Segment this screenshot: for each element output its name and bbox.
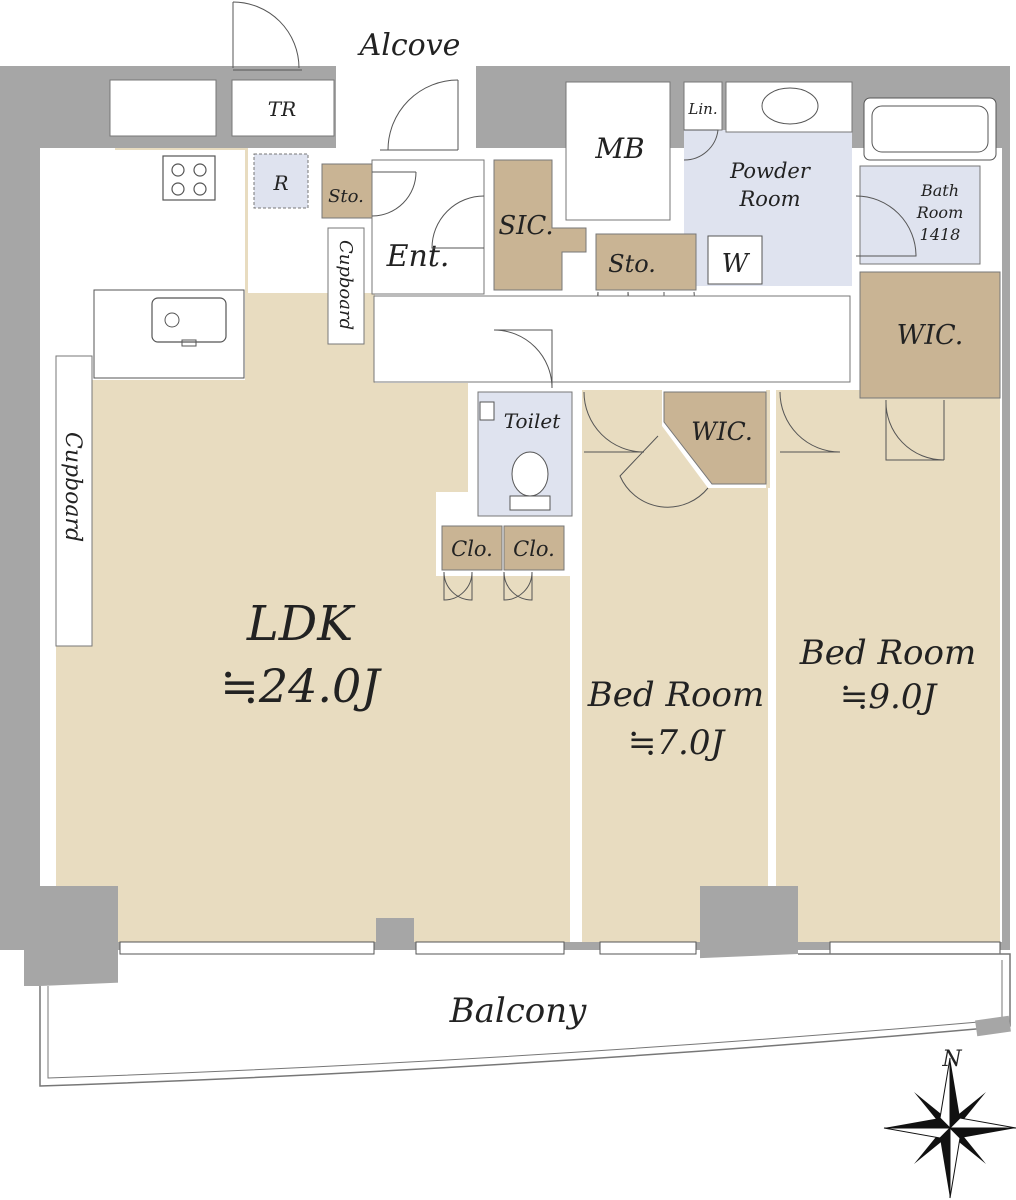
faucet-icon <box>181 339 197 347</box>
bedroom-2-door <box>779 391 841 453</box>
tr-label: TR <box>268 97 296 121</box>
hall-storage-label: Sto. <box>608 250 656 278</box>
hall-storage <box>595 233 697 291</box>
bedroom-2-area: ≒9.0J <box>840 677 939 717</box>
entrance-cupboard <box>327 227 365 345</box>
closet-1-label: Clo. <box>451 537 493 561</box>
toilet-tank-icon <box>509 495 551 511</box>
bath-label-3: 1418 <box>920 225 961 244</box>
balcony-label: Balcony <box>449 991 588 1031</box>
window <box>415 941 565 955</box>
wic-large-cover <box>859 271 1001 399</box>
entrance-cupboard-label: Cupboard <box>335 240 356 330</box>
balcony-outline <box>39 953 1011 1087</box>
refrigerator-label: R <box>272 171 288 195</box>
ldk-floor <box>56 148 570 942</box>
shoe-closet-label: SIC. <box>498 211 553 241</box>
sink-drain-icon <box>164 312 180 328</box>
tr-door-swing <box>232 1 300 69</box>
window <box>119 941 375 955</box>
bedroom-2-name: Bed Room <box>799 633 976 673</box>
burner-icon <box>193 163 207 177</box>
entrance-label: Ent. <box>386 239 450 274</box>
powder-label-2: Room <box>738 187 800 211</box>
powder-label-1: Powder <box>729 159 812 183</box>
wic-small <box>663 391 767 485</box>
closet-2-label: Clo. <box>513 537 555 561</box>
alcove-label: Alcove <box>357 28 461 63</box>
ldk-cupboard <box>55 355 93 647</box>
ldk-name: LDK <box>246 596 356 652</box>
partition <box>570 576 580 942</box>
linen-door <box>683 129 719 161</box>
closet-1-doors <box>443 571 473 601</box>
closet-2 <box>503 525 565 571</box>
closet-2-doors <box>503 571 533 601</box>
burner-icon <box>193 182 207 196</box>
wic-small-label: WIC. <box>691 417 753 446</box>
toilet-icon <box>511 451 549 497</box>
upper-cupboard <box>109 79 217 137</box>
alcove-recess <box>336 60 476 156</box>
bath-label-2: Room <box>916 203 963 222</box>
storage-small <box>321 163 373 219</box>
bedroom-1-door <box>583 391 645 453</box>
stove-icon <box>162 155 216 201</box>
ldk-cupboard-label: Cupboard <box>60 432 85 542</box>
toilet-label: Toilet <box>504 409 561 433</box>
sink-icon <box>151 297 227 343</box>
sic-door-swing <box>431 195 485 249</box>
bathtub-inner <box>871 105 989 153</box>
burner-icon <box>171 163 185 177</box>
ldk-area: ≒24.0J <box>220 659 382 713</box>
meter-box <box>565 81 671 221</box>
toilet-paper-icon <box>479 401 495 421</box>
wic-small-door <box>619 435 709 508</box>
window <box>599 941 697 955</box>
balcony-post <box>975 1015 1011 1037</box>
balcony-inner <box>47 960 1003 1079</box>
shoe-closet <box>493 159 587 291</box>
basin-icon <box>761 87 819 125</box>
compass-north-label: N <box>941 1047 962 1072</box>
linen-label: Lin. <box>687 100 717 118</box>
bath-label-1: Bath <box>920 181 959 200</box>
tr-room <box>231 79 335 137</box>
bedroom-1-area: ≒7.0J <box>628 723 727 763</box>
closet-1 <box>441 525 503 571</box>
partition <box>768 488 776 942</box>
toilet-door <box>493 329 553 389</box>
sto-door-swing <box>371 171 417 217</box>
hallway <box>373 295 851 383</box>
entrance-floor <box>371 159 485 295</box>
compass-icon <box>883 1057 1016 1199</box>
column <box>0 66 40 176</box>
wic-large-doors-2 <box>885 399 945 461</box>
column <box>24 886 118 986</box>
bath-door <box>855 195 917 257</box>
storage-small-label: Sto. <box>328 186 364 207</box>
bedroom-1-name: Bed Room <box>587 675 764 715</box>
bathroom <box>859 165 981 265</box>
entry-door-swing <box>387 79 459 151</box>
bedroom-2-floor <box>776 390 1000 942</box>
refrigerator-space <box>253 153 309 209</box>
wic-large-label-2: WIC. <box>897 320 964 351</box>
column <box>376 918 414 946</box>
meter-box-label: MB <box>594 132 644 165</box>
bedroom-1-floor <box>582 390 770 942</box>
burner-icon <box>171 182 185 196</box>
washer-label: W <box>722 249 751 279</box>
washer-space <box>707 235 763 285</box>
linen-closet <box>683 81 723 131</box>
window <box>829 941 1001 955</box>
bathtub-icon <box>863 97 997 161</box>
